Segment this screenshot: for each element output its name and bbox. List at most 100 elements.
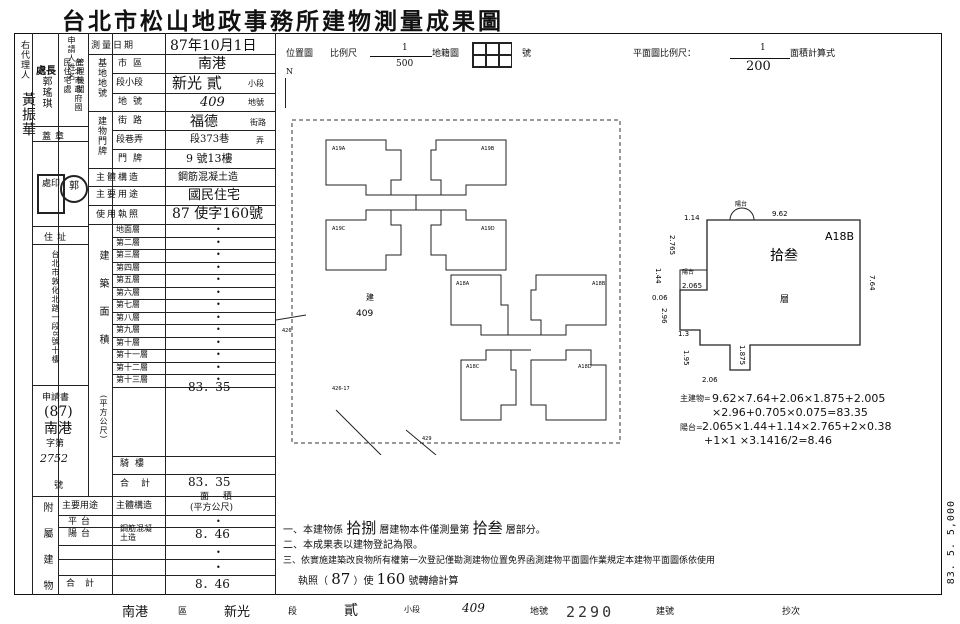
unit-a18c: A18C	[466, 364, 480, 370]
location-scale-den: 500	[396, 59, 414, 69]
note-2: 二、本成果表以建物登記為限。	[283, 540, 423, 551]
calc-bal-2: +1×1 ×3.1416/2=8.46	[704, 434, 833, 447]
agent-name: 黃振華	[20, 92, 36, 137]
footer-section: 新光	[224, 605, 251, 620]
unit-a19c: A19C	[332, 226, 346, 232]
floor-row-label: 第五層	[116, 275, 140, 284]
floor-row-line	[112, 311, 275, 313]
applicant-header: 申請人姓名	[67, 36, 76, 81]
att-total-label: 合計	[66, 579, 105, 589]
adjacent-lot-2: 426-17	[332, 386, 350, 392]
floors-group-label: 建築面積	[97, 250, 108, 362]
note-3b-mid: ）使	[353, 576, 374, 587]
structure-label: 主體構造	[96, 173, 141, 183]
floor-plan-drawing: A18B 拾叁 層 陽台 陽台 9.62 7.64 1.14 2.765 1.4…	[652, 200, 876, 384]
applicant-address: 台北市敦化北路一段8號十樓	[51, 250, 60, 365]
note-1-post: 層部分。	[505, 525, 546, 536]
street-suffix: 街路	[250, 118, 266, 127]
address-label: 住址	[44, 233, 71, 243]
cadastral-map-label: 地籍圖	[432, 49, 460, 59]
dot: •	[216, 517, 221, 526]
floor-row-line	[112, 349, 275, 350]
floor-row-line	[112, 286, 275, 288]
floor-row-line	[112, 386, 275, 388]
permit-label: 使用執照	[96, 210, 141, 220]
floor-row-dot: •	[216, 262, 221, 272]
floor-row-dot: •	[216, 312, 221, 322]
use-value: 國民住宅	[188, 188, 241, 203]
city-label: 市區	[118, 59, 149, 69]
note-3b-permit: 160	[376, 570, 406, 588]
plan-scale-num: 1	[760, 43, 766, 53]
floor-row-line	[112, 374, 275, 375]
appl-label: 申請書	[42, 393, 70, 403]
footer-district: 南港	[122, 605, 149, 620]
footer-lot-suffix: 地號	[530, 607, 549, 617]
survey-date-label: 測量日期	[91, 41, 136, 51]
location-scale-num: 1	[402, 43, 408, 53]
permit-value: 87 使字160號	[172, 206, 263, 222]
footer-lot: 409	[462, 601, 485, 615]
calc-bal-label: 陽台=	[680, 423, 703, 432]
lot-number-map: 409	[356, 309, 373, 319]
lot-label-map: 建	[366, 292, 374, 302]
cadastral-index	[472, 42, 512, 72]
unit-a18d: A18D	[578, 364, 592, 370]
plan-platform-tag: 陽台	[682, 268, 694, 276]
floor-row-dot: •	[216, 337, 221, 347]
plan-scale-label: 平面圖比例尺：	[633, 49, 697, 59]
floor-row-label: 第九層	[116, 325, 140, 334]
floor-row-line	[112, 261, 275, 263]
adjacent-lot-1: 426	[282, 328, 292, 334]
calc-main: 9.62×7.64+2.06×1.875+2.005	[712, 392, 886, 405]
rep-title: 處長	[36, 66, 56, 77]
footer-subsection: 貳	[344, 603, 358, 619]
att-struct-header: 主體構造	[116, 501, 153, 511]
rep-name: 郭瑤琪	[40, 76, 51, 109]
note-3b-num: 87	[331, 570, 351, 588]
lot-label: 地號	[118, 97, 149, 107]
floor-row-label: 第十層	[116, 337, 140, 347]
dim-7-64: 7.64	[868, 275, 876, 291]
footer-section-suffix: 段	[288, 607, 298, 617]
seal-round: 郭	[60, 175, 88, 203]
floor-row-label: 第八層	[116, 312, 140, 322]
floor-row-label: 第二層	[116, 237, 140, 247]
print-stamp: 83. 5. 5,000	[946, 500, 957, 585]
note-1: 一、本建物係 拾捌 層建物本件僅測量第 拾叁 層部分。	[283, 517, 546, 538]
floor-row-dot: •	[216, 350, 221, 359]
att-total-area: 8．46	[195, 577, 230, 591]
dim-1-44: 1.44	[654, 268, 662, 284]
note-1-surveyed-floor: 拾叁	[472, 519, 503, 537]
floor-row-label: 第六層	[116, 287, 140, 297]
note-3b-pre: 執照（	[298, 576, 328, 587]
att-row2-area: 8．46	[195, 527, 230, 541]
door-num-value: 9 號13樓	[186, 152, 233, 165]
footer-subsection-suffix: 小段	[404, 605, 420, 614]
floor-row-label: 第十一層	[116, 350, 148, 359]
att-use-header: 主要用途	[62, 501, 99, 511]
location-map-label: 位置圖	[286, 49, 314, 59]
dot: •	[216, 548, 221, 557]
dim-2-96: 2.96	[660, 308, 668, 324]
floor13-value: 83．35	[188, 380, 231, 394]
plan-balcony-tag: 陽台	[735, 200, 747, 208]
dim-9-62: 9.62	[772, 210, 788, 218]
att-area-unit: (平方公尺)	[190, 503, 234, 513]
dim-2-065: 2.065	[682, 282, 702, 290]
floor-row-dot: •	[216, 237, 221, 247]
att-row2-struct: 鋼筋混凝土造	[120, 524, 152, 542]
seal-label: 蓋章	[42, 132, 69, 142]
floor-row-line	[112, 324, 275, 325]
floors-total-label: 合計	[120, 479, 163, 489]
area-calc-label: 面積計算式	[790, 49, 836, 59]
floor-row-dot: •	[216, 375, 221, 384]
dim-1-875: 1.875	[738, 345, 746, 365]
floor-row-label: 第三層	[116, 250, 140, 259]
note-3b: 執照（ 87 ）使 160 號轉繪計算	[298, 570, 458, 588]
location-scale-label: 比例尺	[330, 49, 358, 59]
lane-suffix: 弄	[256, 136, 264, 145]
unit-a18b: A18B	[592, 281, 606, 287]
appl-word: 字第	[46, 439, 65, 449]
plan-floor-label: 拾叁	[770, 247, 798, 264]
